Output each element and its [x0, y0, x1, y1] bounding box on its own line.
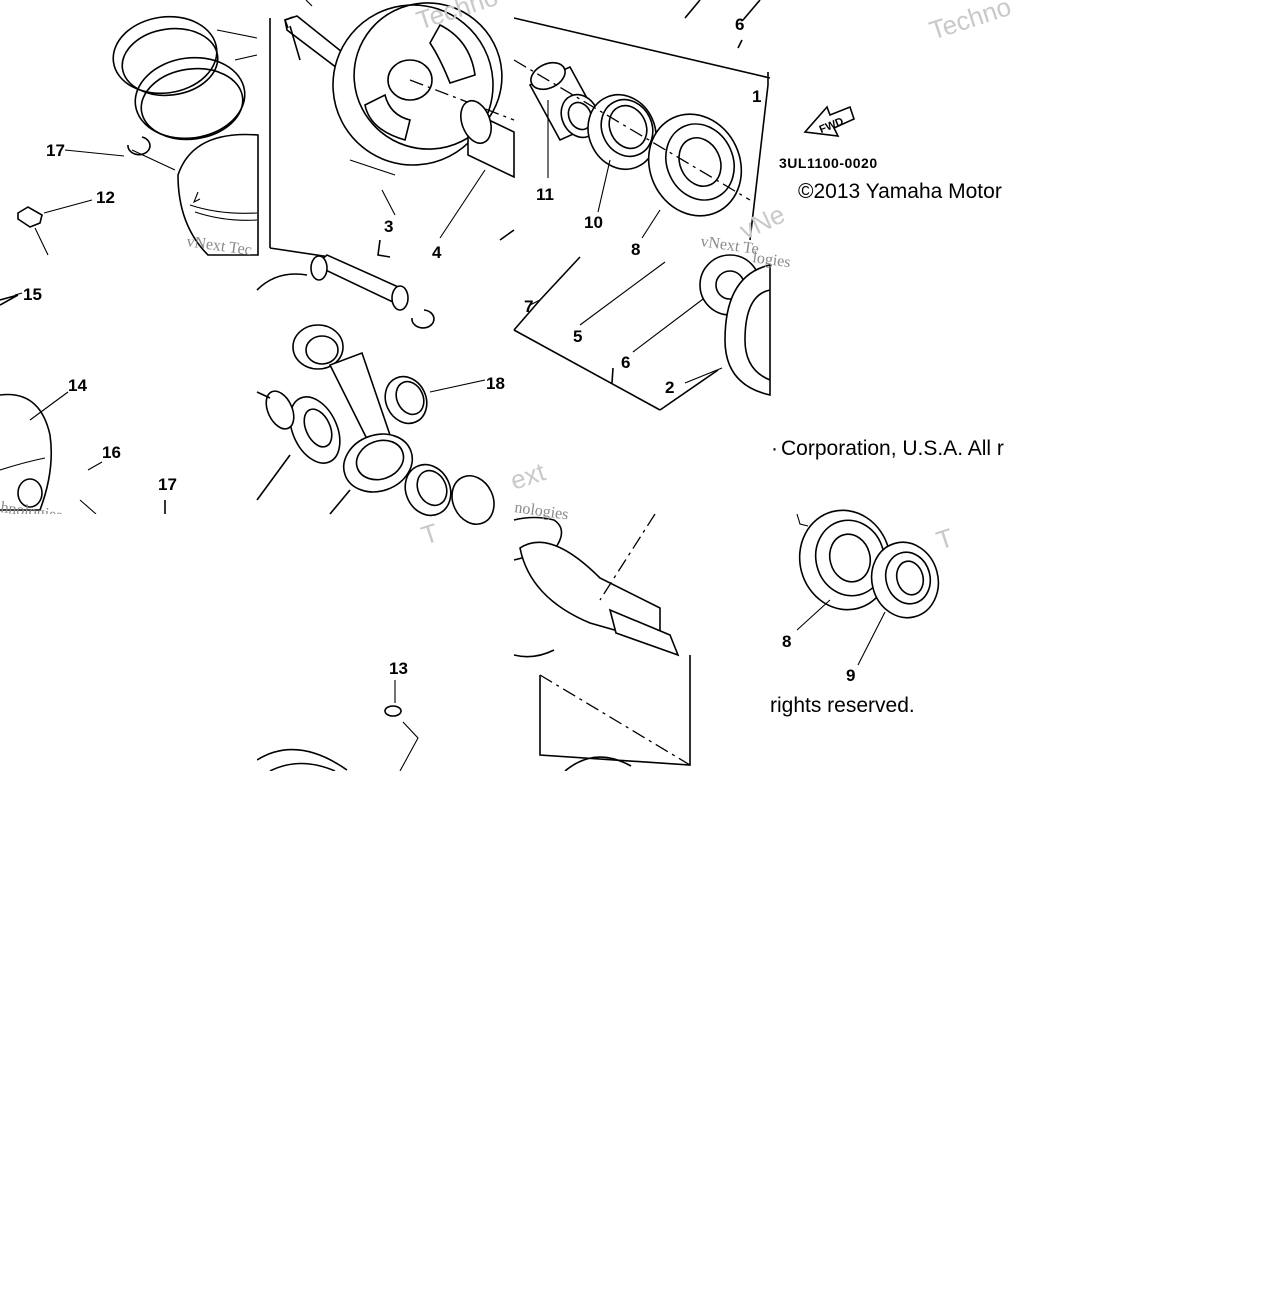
- watermark-t-1: T: [418, 517, 442, 550]
- watermark-layer: Techno Techno vNext Tec vNext Te logies …: [0, 0, 1015, 556]
- part-label-6-top: 6: [735, 15, 744, 34]
- watermark-nologies-3: nologies: [513, 499, 569, 523]
- copyright-line-2: Corporation, U.S.A. All r: [781, 437, 1004, 460]
- piston-ring-set: [112, 15, 258, 141]
- part-label-10: 10: [584, 213, 603, 232]
- crank-lower-left: [256, 680, 419, 772]
- part-label-12: 12: [96, 188, 115, 207]
- part-label-18: 18: [486, 374, 505, 393]
- crank-bearings-top: [513, 0, 771, 241]
- part-label-4: 4: [432, 243, 442, 262]
- part-label-16: 16: [102, 443, 121, 462]
- piston-clip-top: [64, 136, 176, 171]
- watermark-t-2: T: [933, 522, 957, 555]
- watermark-nologies-1: logies: [751, 249, 791, 271]
- crank-web-right: [513, 254, 771, 411]
- part-label-17-top: 17: [46, 141, 65, 160]
- piston-top: [177, 133, 259, 256]
- part-label-11: 11: [536, 185, 554, 204]
- crank-pin-shaft: [513, 513, 691, 772]
- watermark-techno-2: Techno: [926, 0, 1015, 46]
- part-label-9: 9: [846, 666, 855, 685]
- fwd-arrow-icon: FWD: [803, 105, 855, 137]
- part-label-8-top: 8: [631, 240, 640, 259]
- part-label-15: 15: [23, 285, 42, 304]
- connecting-rod: [256, 254, 495, 525]
- copyright-line-2-prefix: ·: [771, 437, 778, 460]
- part-label-1: 1: [752, 87, 761, 106]
- part-label-2: 2: [665, 378, 674, 397]
- part-label-7: 7: [524, 297, 533, 316]
- part-label-14: 14: [68, 376, 87, 395]
- diagram-code: 3UL1100-0020: [779, 155, 878, 171]
- piston-lower: [0, 292, 166, 515]
- piston-pin-key: [17, 199, 93, 256]
- bearings-8-9: [796, 509, 940, 666]
- copyright-line-1: ©2013 Yamaha Motor: [798, 180, 1002, 203]
- part-label-8-bottom: 8: [782, 632, 791, 651]
- copyright-line-3: rights reserved.: [770, 694, 915, 717]
- part-label-5: 5: [573, 327, 582, 346]
- part-label-13: 13: [389, 659, 408, 678]
- part-label-3: 3: [384, 217, 393, 236]
- crank-web-left: [269, 0, 515, 258]
- watermark-next: ext: [507, 456, 550, 495]
- part-number-labels: 6 1 3 4 11 10 8 17 12 15 14 16 17 18 7 5…: [23, 15, 855, 685]
- part-label-6-bottom: 6: [621, 353, 630, 372]
- part-label-17-bottom: 17: [158, 475, 177, 494]
